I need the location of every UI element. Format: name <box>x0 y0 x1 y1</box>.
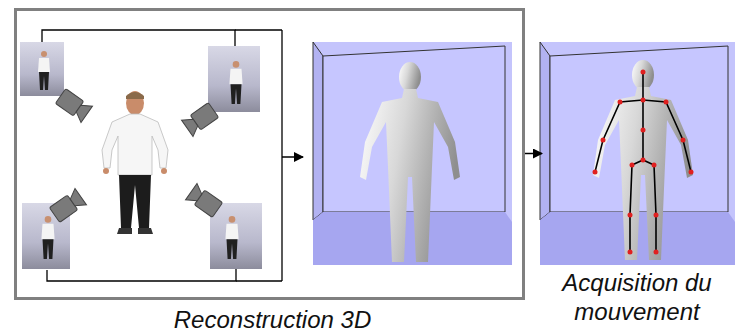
stage-label: Acquisition du mouvement <box>539 268 735 326</box>
depth-room <box>313 42 512 265</box>
camera-thumbnail <box>208 46 260 112</box>
skeleton-room <box>540 42 735 265</box>
captured-person <box>102 91 168 234</box>
camera-icon <box>186 183 224 218</box>
process-arrow <box>282 156 303 158</box>
camera-thumbnail <box>20 42 64 96</box>
camera-thumbnail <box>210 203 262 269</box>
camera-wiring <box>42 30 282 281</box>
camera-icon <box>55 88 93 123</box>
process-arrow <box>525 153 542 155</box>
stage-label: Reconstruction 3D <box>17 305 528 334</box>
reconstruction-box: Reconstruction 3D <box>14 8 525 300</box>
motion-panel: Acquisition du mouvement <box>542 42 735 265</box>
camera-icon <box>182 102 220 137</box>
camera-icon <box>49 188 87 223</box>
